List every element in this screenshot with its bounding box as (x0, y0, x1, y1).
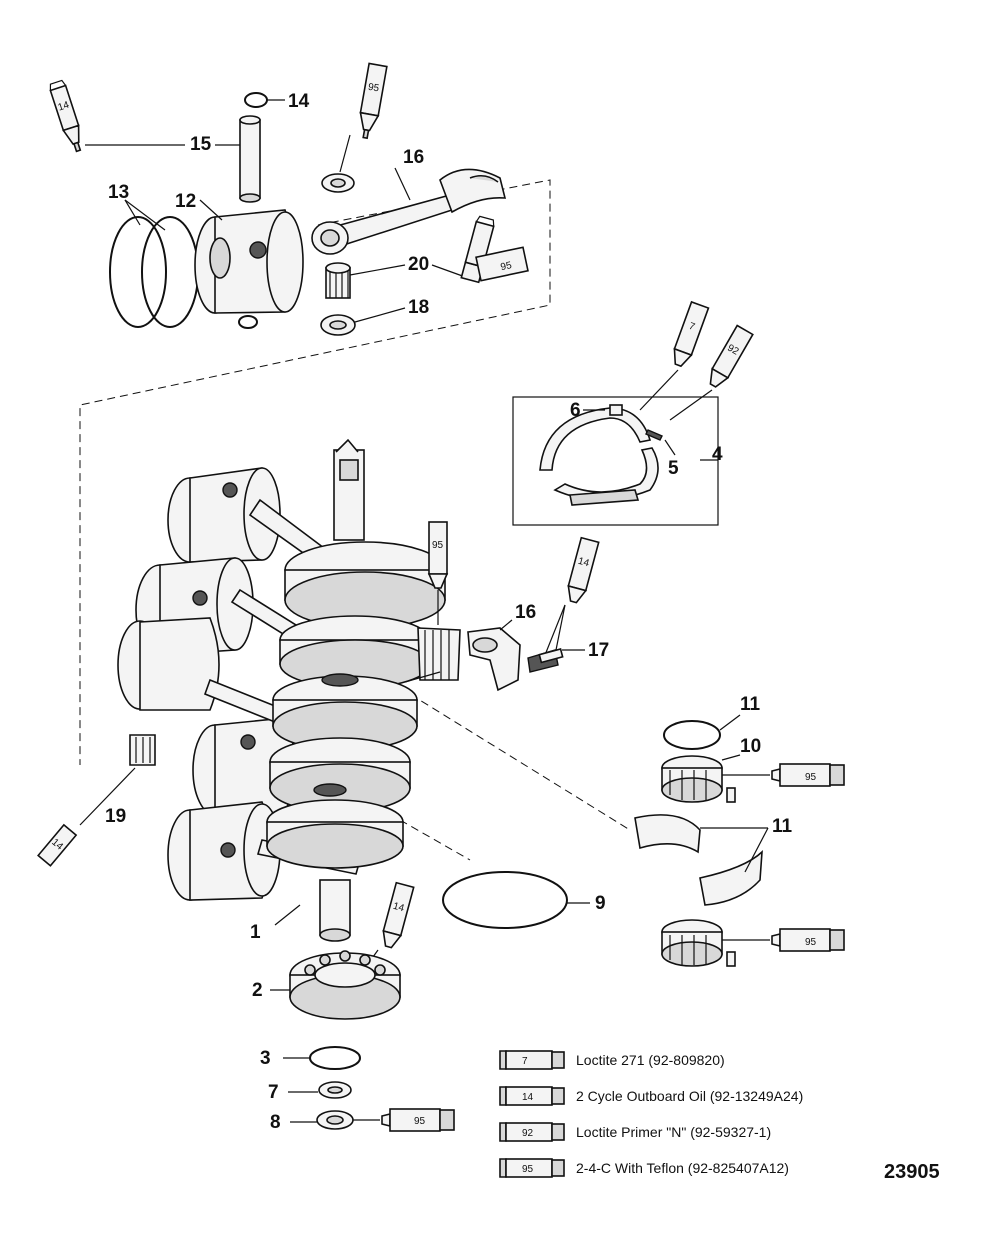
callout-19: 19 (105, 806, 126, 827)
legend-description: 2 Cycle Outboard Oil (92-13249A24) (576, 1088, 803, 1104)
retaining-ring-lower (238, 315, 258, 329)
legend-code: 95 (522, 1164, 534, 1175)
washer-8 (316, 1110, 354, 1130)
piston-ring-13a (109, 216, 167, 328)
legend-row: 7 Loctite 271 (92-809820) (499, 1050, 725, 1070)
retaining-ring-11 (663, 720, 721, 750)
needle-bearing-10 (661, 755, 736, 803)
tube-label: 95 (414, 1116, 426, 1127)
connecting-rod-16 (311, 168, 507, 255)
callout-15: 15 (190, 134, 212, 155)
dashed-assembly-box (512, 396, 719, 526)
callout-14: 14 (288, 91, 310, 112)
tube-label: 14 (392, 901, 406, 915)
legend-tube-crimp (551, 1159, 565, 1177)
legend-tube-crimp (551, 1123, 565, 1141)
lubricant-tube-7: 7 (673, 300, 710, 368)
lubricant-tube-14: 14 (382, 881, 415, 949)
needle-bearing-19 (129, 734, 156, 766)
callout-11-top: 11 (740, 694, 761, 715)
callout-18: 18 (408, 297, 429, 318)
lubricant-tube-92: 92 (709, 324, 754, 388)
legend: 7 Loctite 271 (92-809820) 14 2 Cycle Outboa… (499, 1050, 803, 1178)
legend-tube-cap (499, 1050, 507, 1070)
tube-label: 7 (687, 321, 696, 333)
needle-bearing-20 (325, 262, 351, 299)
tube-label: 92 (725, 343, 741, 358)
needle-bearing-center (417, 627, 461, 681)
legend-code: 7 (522, 1056, 528, 1067)
snap-ring-9 (442, 871, 568, 929)
bearing-race-half-b (699, 850, 763, 906)
callout-9: 9 (595, 893, 606, 914)
callout-5: 5 (668, 458, 679, 479)
callout-8: 8 (270, 1112, 281, 1133)
rod-cap-16 (467, 627, 521, 692)
piston-pin-15 (239, 115, 261, 203)
callout-16-center: 16 (515, 602, 536, 623)
tube-label: 14 (577, 556, 591, 570)
drawing-number: 23905 (884, 1161, 940, 1183)
lubricant-tube-95-label: 95 (475, 246, 529, 282)
crankshaft-1 (266, 438, 446, 942)
callout-13: 13 (108, 182, 129, 203)
legend-description: Loctite Primer "N" (92-59327-1) (576, 1124, 771, 1140)
callout-2: 2 (252, 980, 263, 1001)
legend-tube-crimp (551, 1051, 565, 1069)
retainer-ring-4 (539, 407, 659, 506)
lubricant-tube-95: 95 (771, 763, 845, 787)
piston-ring-13b (141, 216, 199, 328)
lubricant-tube-95: 95 (427, 521, 449, 589)
lubricant-tube-14: 14 (567, 536, 600, 604)
lubricant-tube-95: 95 (771, 928, 845, 952)
legend-tube-cap (499, 1158, 507, 1178)
tube-label: 95 (805, 937, 817, 948)
callout-17: 17 (588, 640, 609, 661)
dowel-6 (609, 404, 623, 416)
legend-tube-crimp (551, 1087, 565, 1105)
seal-7 (318, 1081, 352, 1099)
legend-tube-cap (499, 1122, 507, 1142)
lubricant-tube-14: 14 (49, 79, 82, 153)
callout-16-top: 16 (403, 147, 424, 168)
callout-6: 6 (570, 400, 581, 421)
legend-code: 14 (522, 1092, 534, 1103)
callout-12: 12 (175, 191, 196, 212)
tube-label: 95 (367, 82, 380, 95)
piston-assembly-3 (117, 617, 220, 711)
ball-bearing-2 (289, 950, 401, 1020)
callout-3: 3 (260, 1048, 271, 1069)
screw-5 (645, 429, 663, 441)
lubricant-tube-95: 95 (359, 62, 388, 140)
legend-row: 95 2-4-C With Teflon (92-825407A12) (499, 1158, 789, 1178)
callout-20: 20 (408, 254, 429, 275)
needle-bearing-lower (661, 919, 736, 967)
bearing-race-half-a (634, 814, 701, 854)
tube-label: 95 (805, 772, 817, 783)
legend-tube-cap (499, 1086, 507, 1106)
callout-11-bottom: 11 (772, 816, 793, 837)
legend-row: 92 Loctite Primer "N" (92-59327-1) (499, 1122, 771, 1142)
piston-12 (194, 209, 304, 314)
lubricant-tube-95: 95 (381, 1108, 455, 1132)
legend-description: Loctite 271 (92-809820) (576, 1052, 725, 1068)
tube-label: 95 (500, 260, 514, 273)
tube-label: 14 (57, 100, 71, 114)
callout-7: 7 (268, 1082, 279, 1103)
tube-label: 95 (432, 540, 444, 551)
callout-10: 10 (740, 736, 761, 757)
callout-4: 4 (712, 444, 723, 465)
lubricant-tube-partial: 14 (37, 823, 78, 867)
legend-code: 92 (522, 1128, 534, 1139)
legend-row: 14 2 Cycle Outboard Oil (92-13249A24) (499, 1086, 803, 1106)
dashed-assembly-outline-lower (399, 819, 471, 861)
callout-1: 1 (250, 922, 261, 943)
retaining-ring-3 (309, 1046, 361, 1070)
legend-tube-icon (505, 1050, 553, 1070)
legend-description: 2-4-C With Teflon (92-825407A12) (576, 1160, 789, 1176)
retaining-ring-14 (244, 92, 268, 108)
rod-bolt-17 (527, 648, 564, 673)
